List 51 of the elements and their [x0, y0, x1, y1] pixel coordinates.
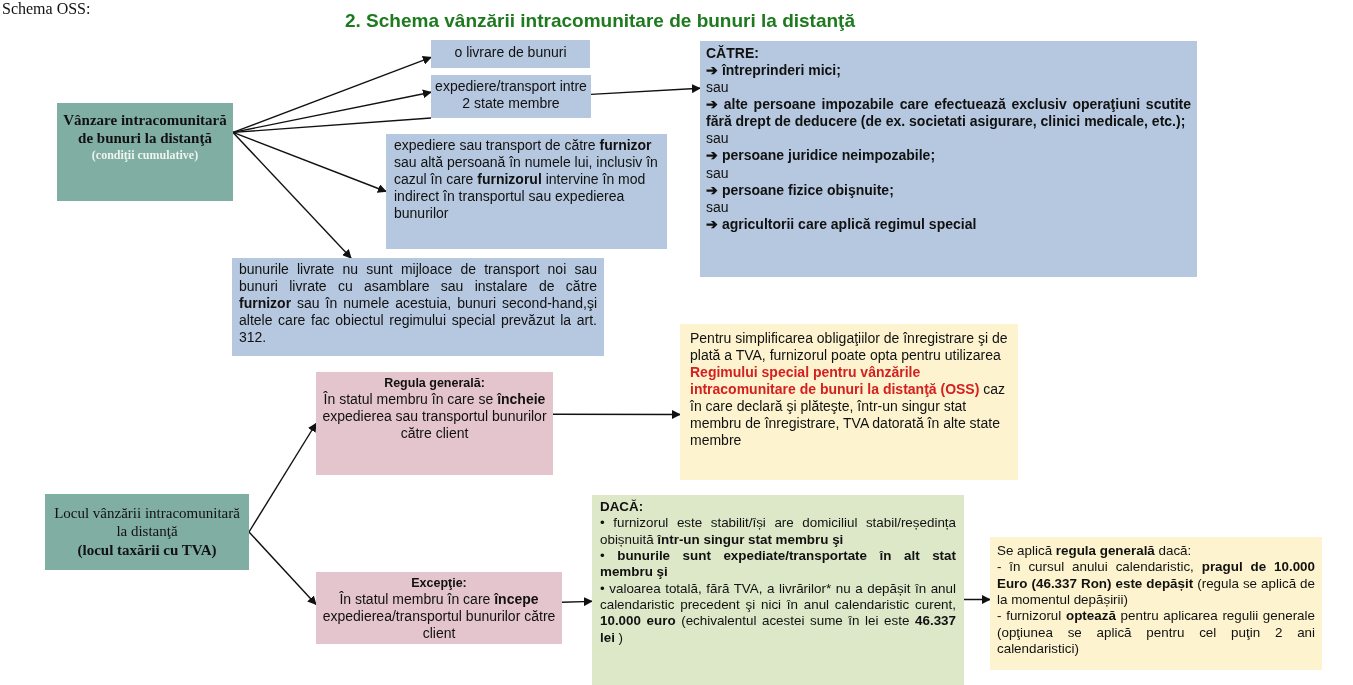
arrow: [232, 89, 432, 134]
condition-box: [386, 134, 667, 249]
title: 2. Schema vânzării intracomunitare de bunuri la distanţă: [345, 10, 855, 32]
box-text: În statul membru în care începe expedierea/transportul bunurilor către client: [321, 591, 557, 643]
box-text: ➔ persoane juridice neimpozabile;: [706, 147, 937, 165]
box-text: o livrare de bunuri: [453, 44, 568, 62]
process-box: [45, 494, 249, 570]
condition-box: [232, 258, 604, 356]
note-box: [680, 324, 1018, 480]
box-text: Pentru simplificarea obligaţiilor de înregistrare şi de plată a TVA, furnizorul poate opta pentru utilizarea Regimului special pentru vânzările intracomunitare de bunuri la distanţă (OSS) caz în care declară şi plăteşte, într-un singur stat membru de înregistrare, TVA datorată în alte state membre: [690, 330, 1008, 450]
arrow: [232, 56, 432, 134]
box-text: expediere sau transport de către furnizor sau altă persoană în numele lui, inclusiv în cazul în care furnizorul intervine în mod indirect în transportul sau expedierea bunurilor: [394, 137, 659, 223]
heading-text: Schema OSS:: [2, 0, 91, 18]
note-box: [990, 537, 1322, 670]
box-heading: Locul vânzării intracomunitară la distanţă: [53, 504, 241, 541]
condition-box: [592, 495, 964, 685]
box-text: • bunurile sunt expediate/transportate în alt stat membru şi: [600, 548, 956, 581]
box-text: bunurile livrate nu sunt mijloace de transport noi sau bunuri livrate cu asamblare sau instalare de către furnizor sau în numele acestuia, bunuri second-hand,şi altele care fac obiectul regimului special prevăzut la art. 312.: [239, 261, 597, 347]
arrow: [232, 131, 352, 259]
process-box: [57, 103, 233, 201]
arrow: [561, 597, 593, 607]
arrow: [590, 84, 701, 96]
box-text: sau: [706, 164, 730, 182]
box-text: • valoarea totală, fără TVA, a livrărilor* nu a depășit în anul calendaristic precedent şi nici în anul calendaristic curent, 10.000 euro (echivalentul acestei sume în lei este 46.337 lei ): [600, 580, 956, 647]
box-heading: Vânzare intracomunitară de bunuri la distanţă: [62, 111, 228, 148]
arrow: [963, 595, 991, 604]
box-text: sau: [706, 198, 730, 216]
box-heading: Regula generală:: [383, 376, 486, 392]
recipient-box: [700, 41, 1197, 277]
box-heading: DACĂ:: [600, 499, 645, 516]
box-text: sau: [706, 130, 730, 148]
box-heading: Se aplică regula generală dacă:: [997, 543, 1193, 560]
box-heading: CĂTRE:: [706, 45, 760, 63]
condition-box: [431, 40, 590, 68]
exception-box: [316, 572, 562, 644]
box-text: ➔ întreprinderi mici;: [706, 62, 842, 80]
box-text: În statul membru în care se încheie expedierea sau transportul bunurilor către client: [322, 391, 547, 443]
box-text: (condiţii cumulative): [90, 147, 200, 163]
box-text: ➔ persoane fizice obişnuite;: [706, 181, 895, 199]
box-text: expediere/transport intre 2 state membre: [435, 78, 587, 113]
box-text: sau: [706, 79, 730, 97]
arrow: [232, 131, 387, 193]
box-text: - furnizorul optează pentru aplicarea regulii generale (opţiunea se aplică pentru cel puţin 2 ani calendaristici): [997, 608, 1315, 658]
box-text: ➔ agricultorii care aplică regimul special: [706, 215, 978, 233]
arrow: [248, 422, 317, 533]
box-text: - în cursul anului calendaristic, pragul de 10.000 Euro (46.337 Ron) este depășit (regula se aplică de la momentul depășirii): [997, 559, 1315, 609]
arrow: [552, 409, 681, 419]
arrow: [248, 531, 317, 606]
box-heading: Excepţie:: [410, 576, 468, 592]
box-text: (locul taxării cu TVA): [76, 540, 218, 559]
box-text: ➔ alte persoane impozabile care efectuează exclusiv operaţiuni scutite fără drept de deducere (de ex. societati asigurare, clinici medicale, etc.);: [706, 96, 1191, 131]
